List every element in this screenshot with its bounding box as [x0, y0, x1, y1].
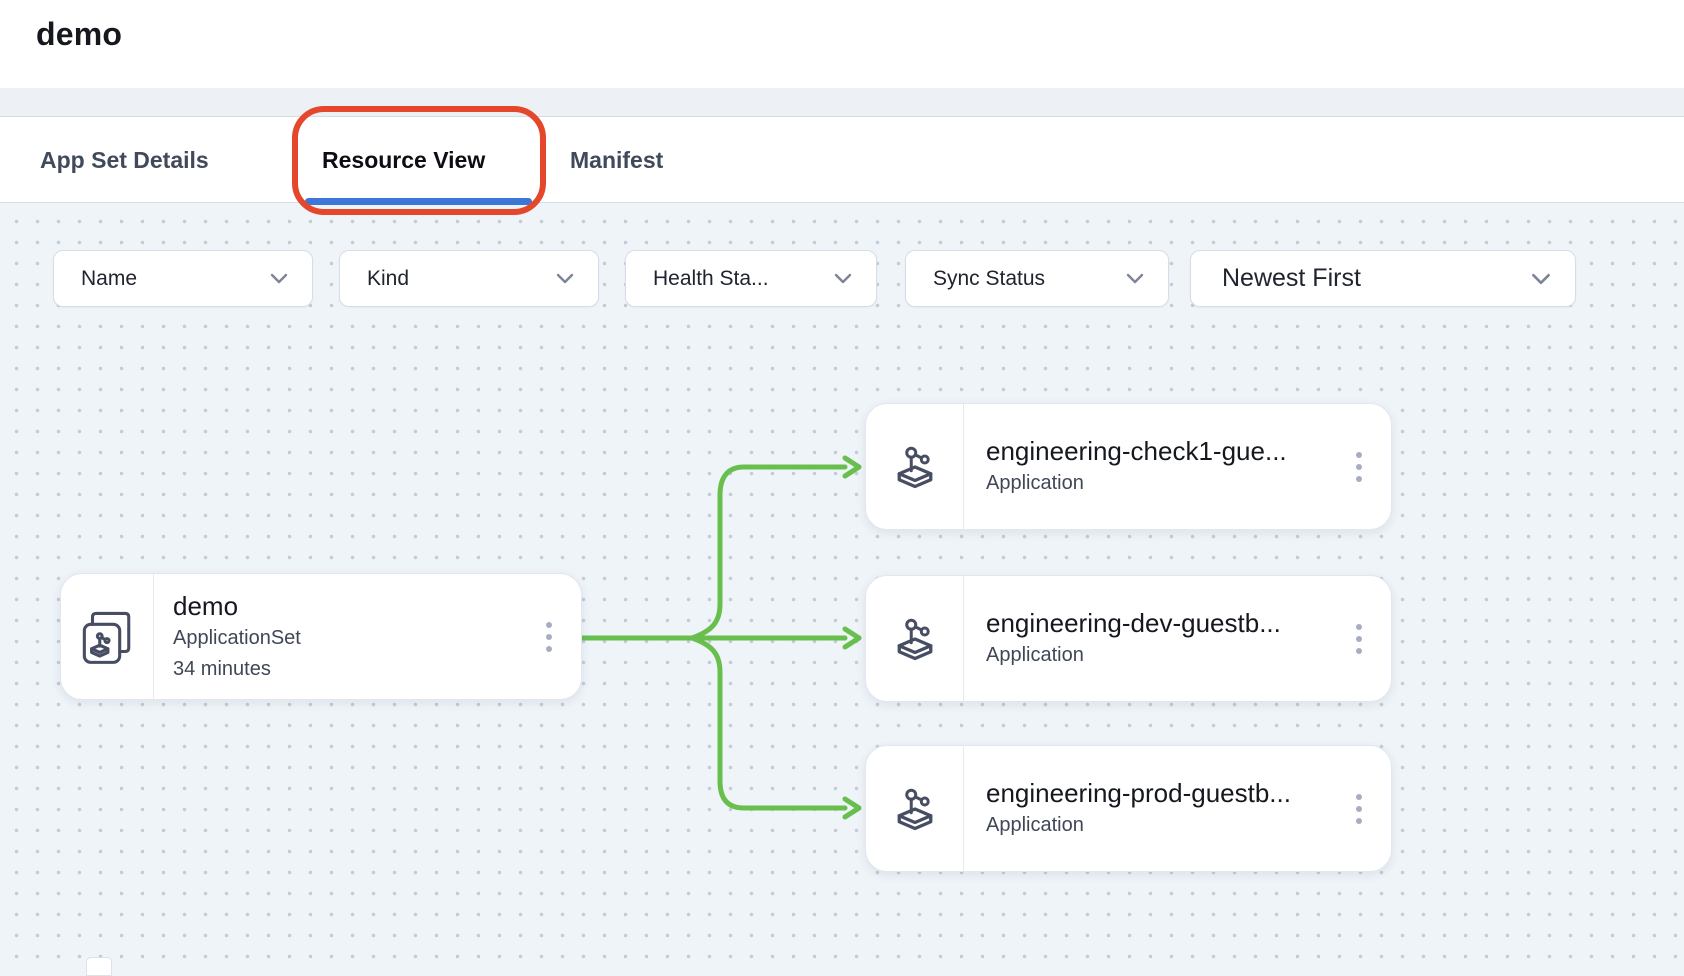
node-title: engineering-check1-gue... — [986, 436, 1287, 466]
node-title: engineering-prod-guestb... — [986, 778, 1291, 808]
graph-control-partial[interactable] — [86, 957, 112, 976]
node-icon-cell — [866, 576, 964, 701]
node-icon-cell — [866, 746, 964, 871]
tab-bar: App Set Details Resource View Manifest — [0, 117, 1684, 203]
kebab-menu-icon[interactable] — [1335, 746, 1383, 871]
node-text: engineering-check1-gue... Application — [964, 404, 1335, 529]
resource-graph-canvas[interactable] — [0, 203, 1684, 976]
filter-dropdown-health-status[interactable]: Health Sta... — [625, 250, 877, 307]
filter-dropdown-sync-status[interactable]: Sync Status — [905, 250, 1169, 307]
kebab-menu-icon[interactable] — [1335, 404, 1383, 529]
application-icon — [897, 788, 932, 830]
chevron-down-icon — [1532, 273, 1550, 284]
node-kind: Application — [986, 472, 1084, 494]
tab-app-set-details[interactable]: App Set Details — [40, 146, 209, 173]
kebab-menu-icon[interactable] — [525, 574, 573, 699]
kebab-menu-icon[interactable] — [1335, 576, 1383, 701]
tab-manifest[interactable]: Manifest — [570, 146, 664, 173]
active-tab-underline — [305, 198, 532, 205]
application-icon — [897, 618, 932, 660]
header-divider-band — [0, 88, 1684, 117]
node-title: engineering-dev-guestb... — [986, 608, 1281, 638]
node-text: engineering-prod-guestb... Application — [964, 746, 1335, 871]
chevron-down-icon — [270, 273, 288, 284]
node-application-dev[interactable]: engineering-dev-guestb... Application — [865, 575, 1392, 702]
node-text: engineering-dev-guestb... Application — [964, 576, 1335, 701]
node-application-check1[interactable]: engineering-check1-gue... Application — [865, 403, 1392, 530]
node-title: demo — [173, 590, 239, 621]
node-applicationset-demo[interactable]: demo ApplicationSet 34 minutes — [60, 573, 582, 700]
sort-dropdown-newest-first[interactable]: Newest First — [1190, 250, 1576, 307]
node-kind: Application — [986, 644, 1084, 666]
node-application-prod[interactable]: engineering-prod-guestb... Application — [865, 745, 1392, 872]
filter-sync-label: Sync Status — [933, 266, 1046, 290]
chevron-down-icon — [1126, 273, 1144, 284]
filter-dropdown-name[interactable]: Name — [53, 250, 313, 307]
page-header: demo — [0, 0, 1684, 88]
node-age: 34 minutes — [173, 657, 271, 680]
node-text: demo ApplicationSet 34 minutes — [154, 574, 525, 699]
page-title: demo — [36, 16, 123, 52]
application-set-icon — [82, 611, 131, 664]
filter-name-label: Name — [81, 266, 138, 290]
node-kind: Application — [986, 814, 1084, 836]
tab-resource-view[interactable]: Resource View — [322, 146, 486, 173]
sort-label: Newest First — [1222, 264, 1361, 292]
chevron-down-icon — [556, 273, 574, 284]
filter-dropdown-kind[interactable]: Kind — [339, 250, 599, 307]
node-icon-cell — [866, 404, 964, 529]
node-kind: ApplicationSet — [173, 626, 301, 649]
node-icon-cell — [61, 574, 154, 699]
application-icon — [897, 446, 932, 488]
chevron-down-icon — [834, 273, 852, 284]
filter-kind-label: Kind — [367, 266, 410, 290]
filter-health-label: Health Sta... — [653, 266, 769, 290]
